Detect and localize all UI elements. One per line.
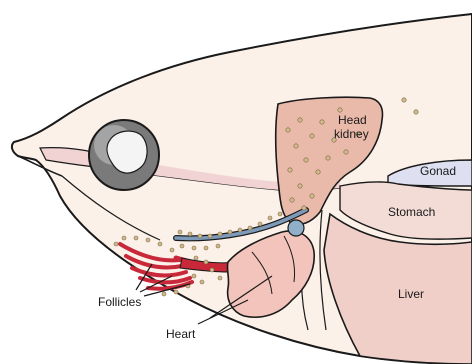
label-stomach: Stomach <box>388 205 435 219</box>
label-gonad: Gonad <box>420 164 456 178</box>
label-follicles: Follicles <box>98 295 141 309</box>
label-head-kidney-line2: kidney <box>334 127 369 141</box>
label-liver: Liver <box>398 287 424 301</box>
bulbus <box>288 220 304 236</box>
label-heart: Heart <box>166 327 196 341</box>
label-head-kidney-line1: Head <box>338 113 367 127</box>
